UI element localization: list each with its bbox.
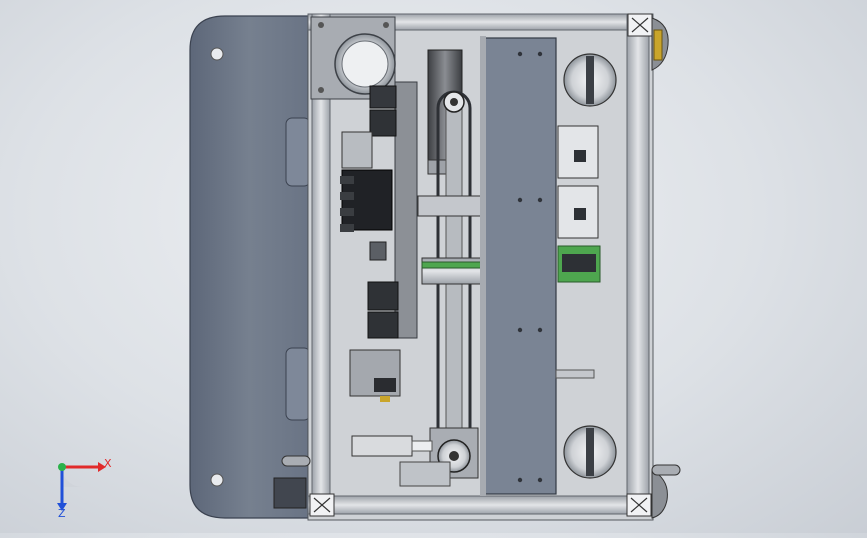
top-bearing-housing xyxy=(310,16,396,100)
left-cover-panel xyxy=(189,15,311,519)
linear-slide xyxy=(281,195,681,476)
belt-drive xyxy=(429,90,479,479)
z-axis-label: Z xyxy=(58,507,66,520)
x-axis-label: X xyxy=(104,457,112,470)
axis-triad-icon xyxy=(57,462,106,511)
center-mounting-plate xyxy=(480,36,557,496)
coordinate-triad: X Z xyxy=(40,445,130,525)
valve-manifold xyxy=(340,81,418,402)
right-mechanism xyxy=(555,53,617,479)
lower-bracket xyxy=(399,461,451,487)
